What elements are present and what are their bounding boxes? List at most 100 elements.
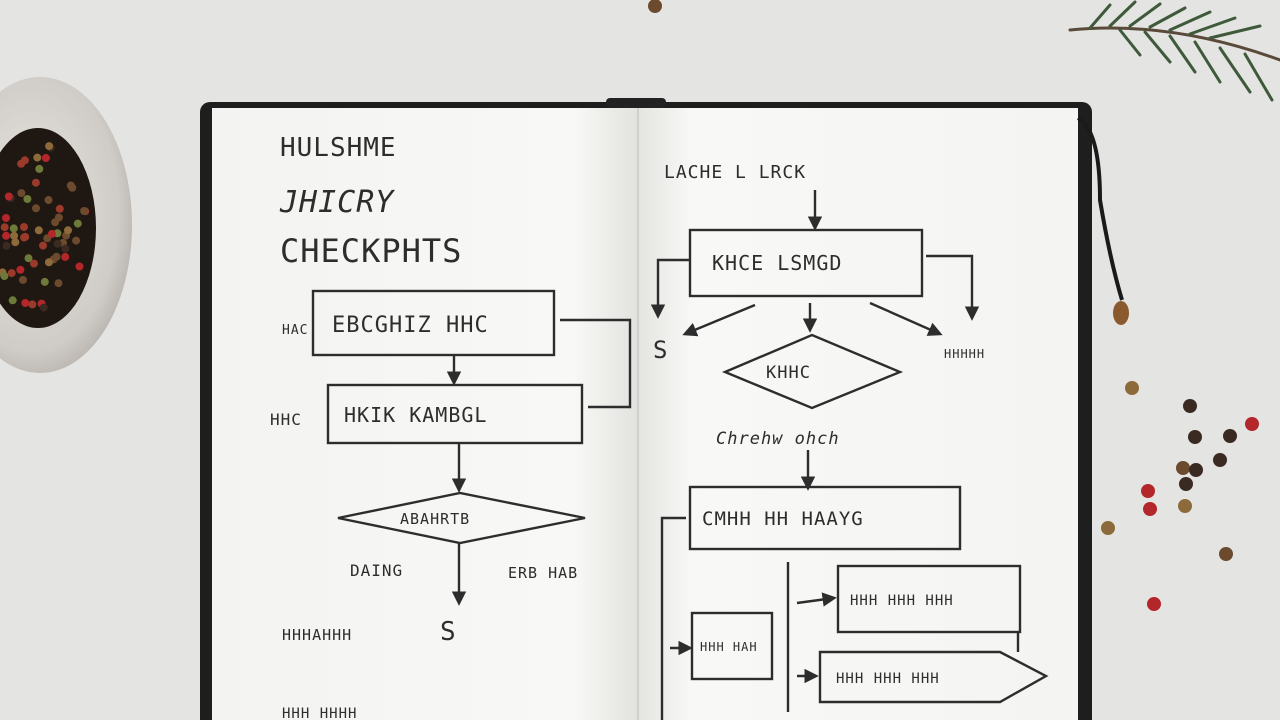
peppercorn bbox=[1178, 499, 1192, 513]
right-scribble: HHHHH bbox=[944, 347, 985, 361]
flow-pointer-box bbox=[818, 650, 1049, 704]
right-flowchart bbox=[650, 190, 1049, 720]
peppercorn bbox=[2, 214, 10, 222]
peppercorn bbox=[72, 236, 81, 245]
peppercorn bbox=[1223, 429, 1237, 443]
peppercorn bbox=[2, 231, 11, 240]
pepper-bowl bbox=[0, 77, 132, 373]
peppercorn bbox=[55, 204, 64, 213]
peppercorn bbox=[1183, 399, 1197, 413]
box2-side: HHC bbox=[270, 410, 302, 429]
diamond-label: ABAHRTB bbox=[400, 510, 470, 528]
peppercorn bbox=[20, 156, 29, 165]
left-flowchart bbox=[311, 289, 632, 606]
title-line-2: JHICRY bbox=[279, 185, 395, 220]
peppercorn bbox=[8, 296, 17, 305]
peppercorn bbox=[41, 154, 50, 162]
box1-label: KHCE LSMGD bbox=[712, 251, 842, 275]
peppercorn bbox=[39, 241, 47, 250]
peppercorn bbox=[2, 241, 11, 250]
peppercorn bbox=[1176, 461, 1190, 475]
peppercorn bbox=[20, 223, 28, 231]
peppercorn bbox=[1219, 547, 1233, 561]
peppercorn bbox=[1245, 417, 1259, 431]
title-line-3: CHECKPHTS bbox=[280, 232, 462, 270]
peppercorn bbox=[53, 239, 62, 248]
branch-right: ERB HAB bbox=[508, 564, 578, 582]
left-page-text: HULSHME JHICRY CHECKPHTS EBCGHIZ HHC HAC… bbox=[270, 133, 578, 720]
peppercorn bbox=[68, 183, 77, 192]
box3-label: HHH HHH HHH bbox=[850, 593, 954, 609]
peppercorn bbox=[4, 192, 13, 201]
decision-diamond bbox=[721, 333, 904, 410]
peppercorn bbox=[1147, 597, 1161, 611]
rosemary-sprig bbox=[1068, 0, 1280, 102]
peppercorn bbox=[21, 299, 30, 307]
peppercorn bbox=[1213, 453, 1227, 467]
box4-label: HHH HHH HHH bbox=[836, 671, 940, 687]
box2-label: CMHH HH HAAYG bbox=[702, 508, 864, 530]
peppercorn bbox=[73, 219, 82, 228]
peppercorn bbox=[54, 213, 63, 222]
peppercorn bbox=[61, 244, 70, 253]
peppercorn bbox=[35, 164, 44, 173]
peppercorn bbox=[64, 226, 72, 235]
mid-label: Chrehw ohch bbox=[716, 429, 840, 449]
right-page-text: LACHE L LRCK KHCE LSMGD S HHHHH KHHC Chr… bbox=[653, 162, 985, 687]
flow-box bbox=[311, 289, 556, 357]
peppercorn bbox=[1125, 381, 1139, 395]
box2-label: HKIK KAMBGL bbox=[344, 403, 487, 427]
notebook bbox=[200, 98, 1129, 720]
peppercorn bbox=[11, 238, 20, 247]
peppercorn bbox=[80, 207, 89, 215]
peppercorn bbox=[32, 204, 40, 213]
decision-diamond bbox=[337, 491, 586, 545]
top-label: LACHE L LRCK bbox=[664, 162, 806, 183]
box1-label: EBCGHIZ HHC bbox=[332, 313, 489, 338]
footer-scribble: HHH HHHH bbox=[282, 706, 357, 720]
peppercorn bbox=[1189, 463, 1203, 477]
peppercorn bbox=[16, 265, 25, 274]
title-line-1: HULSHME bbox=[280, 133, 397, 163]
peppercorn bbox=[34, 226, 43, 235]
scattered-peppercorns bbox=[648, 0, 1259, 611]
peppercorn bbox=[7, 269, 16, 278]
peppercorn bbox=[1101, 521, 1115, 535]
bottom-label: HHHAHHH bbox=[282, 626, 352, 644]
peppercorn bbox=[54, 279, 63, 288]
peppercorn bbox=[21, 232, 30, 241]
peppercorn bbox=[1141, 484, 1155, 498]
peppercorn bbox=[1188, 430, 1202, 444]
peppercorn bbox=[44, 258, 53, 267]
peppercorn bbox=[19, 275, 27, 284]
peppercorn bbox=[0, 272, 9, 281]
peppercorn bbox=[33, 153, 42, 162]
flow-box bbox=[688, 228, 924, 298]
flow-box bbox=[836, 564, 1022, 634]
peppercorn bbox=[24, 254, 33, 263]
side-mark: S bbox=[653, 336, 668, 364]
diamond-label: KHHC bbox=[766, 363, 811, 383]
small-box-label: HHH HAH bbox=[700, 640, 758, 654]
peppercorn bbox=[40, 277, 49, 286]
peppercorn bbox=[0, 223, 9, 232]
peppercorn bbox=[10, 231, 19, 240]
box1-side: HAC bbox=[282, 323, 308, 338]
peppercorn bbox=[61, 252, 70, 261]
peppercorn bbox=[75, 262, 84, 271]
peppercorn bbox=[23, 195, 32, 203]
flow-box bbox=[688, 485, 962, 551]
peppercorn bbox=[648, 0, 662, 13]
branch-left: DAING bbox=[350, 561, 403, 580]
peppercorn bbox=[1179, 477, 1193, 491]
peppercorn bbox=[45, 142, 54, 151]
peppercorn bbox=[1143, 502, 1157, 516]
peppercorn bbox=[9, 224, 18, 233]
peppercorn bbox=[30, 259, 38, 268]
peppercorn bbox=[28, 300, 37, 309]
peppercorn bbox=[31, 178, 40, 187]
bottom-mark: S bbox=[440, 617, 457, 647]
peppercorn bbox=[44, 196, 53, 204]
peppercorn bbox=[47, 229, 56, 238]
